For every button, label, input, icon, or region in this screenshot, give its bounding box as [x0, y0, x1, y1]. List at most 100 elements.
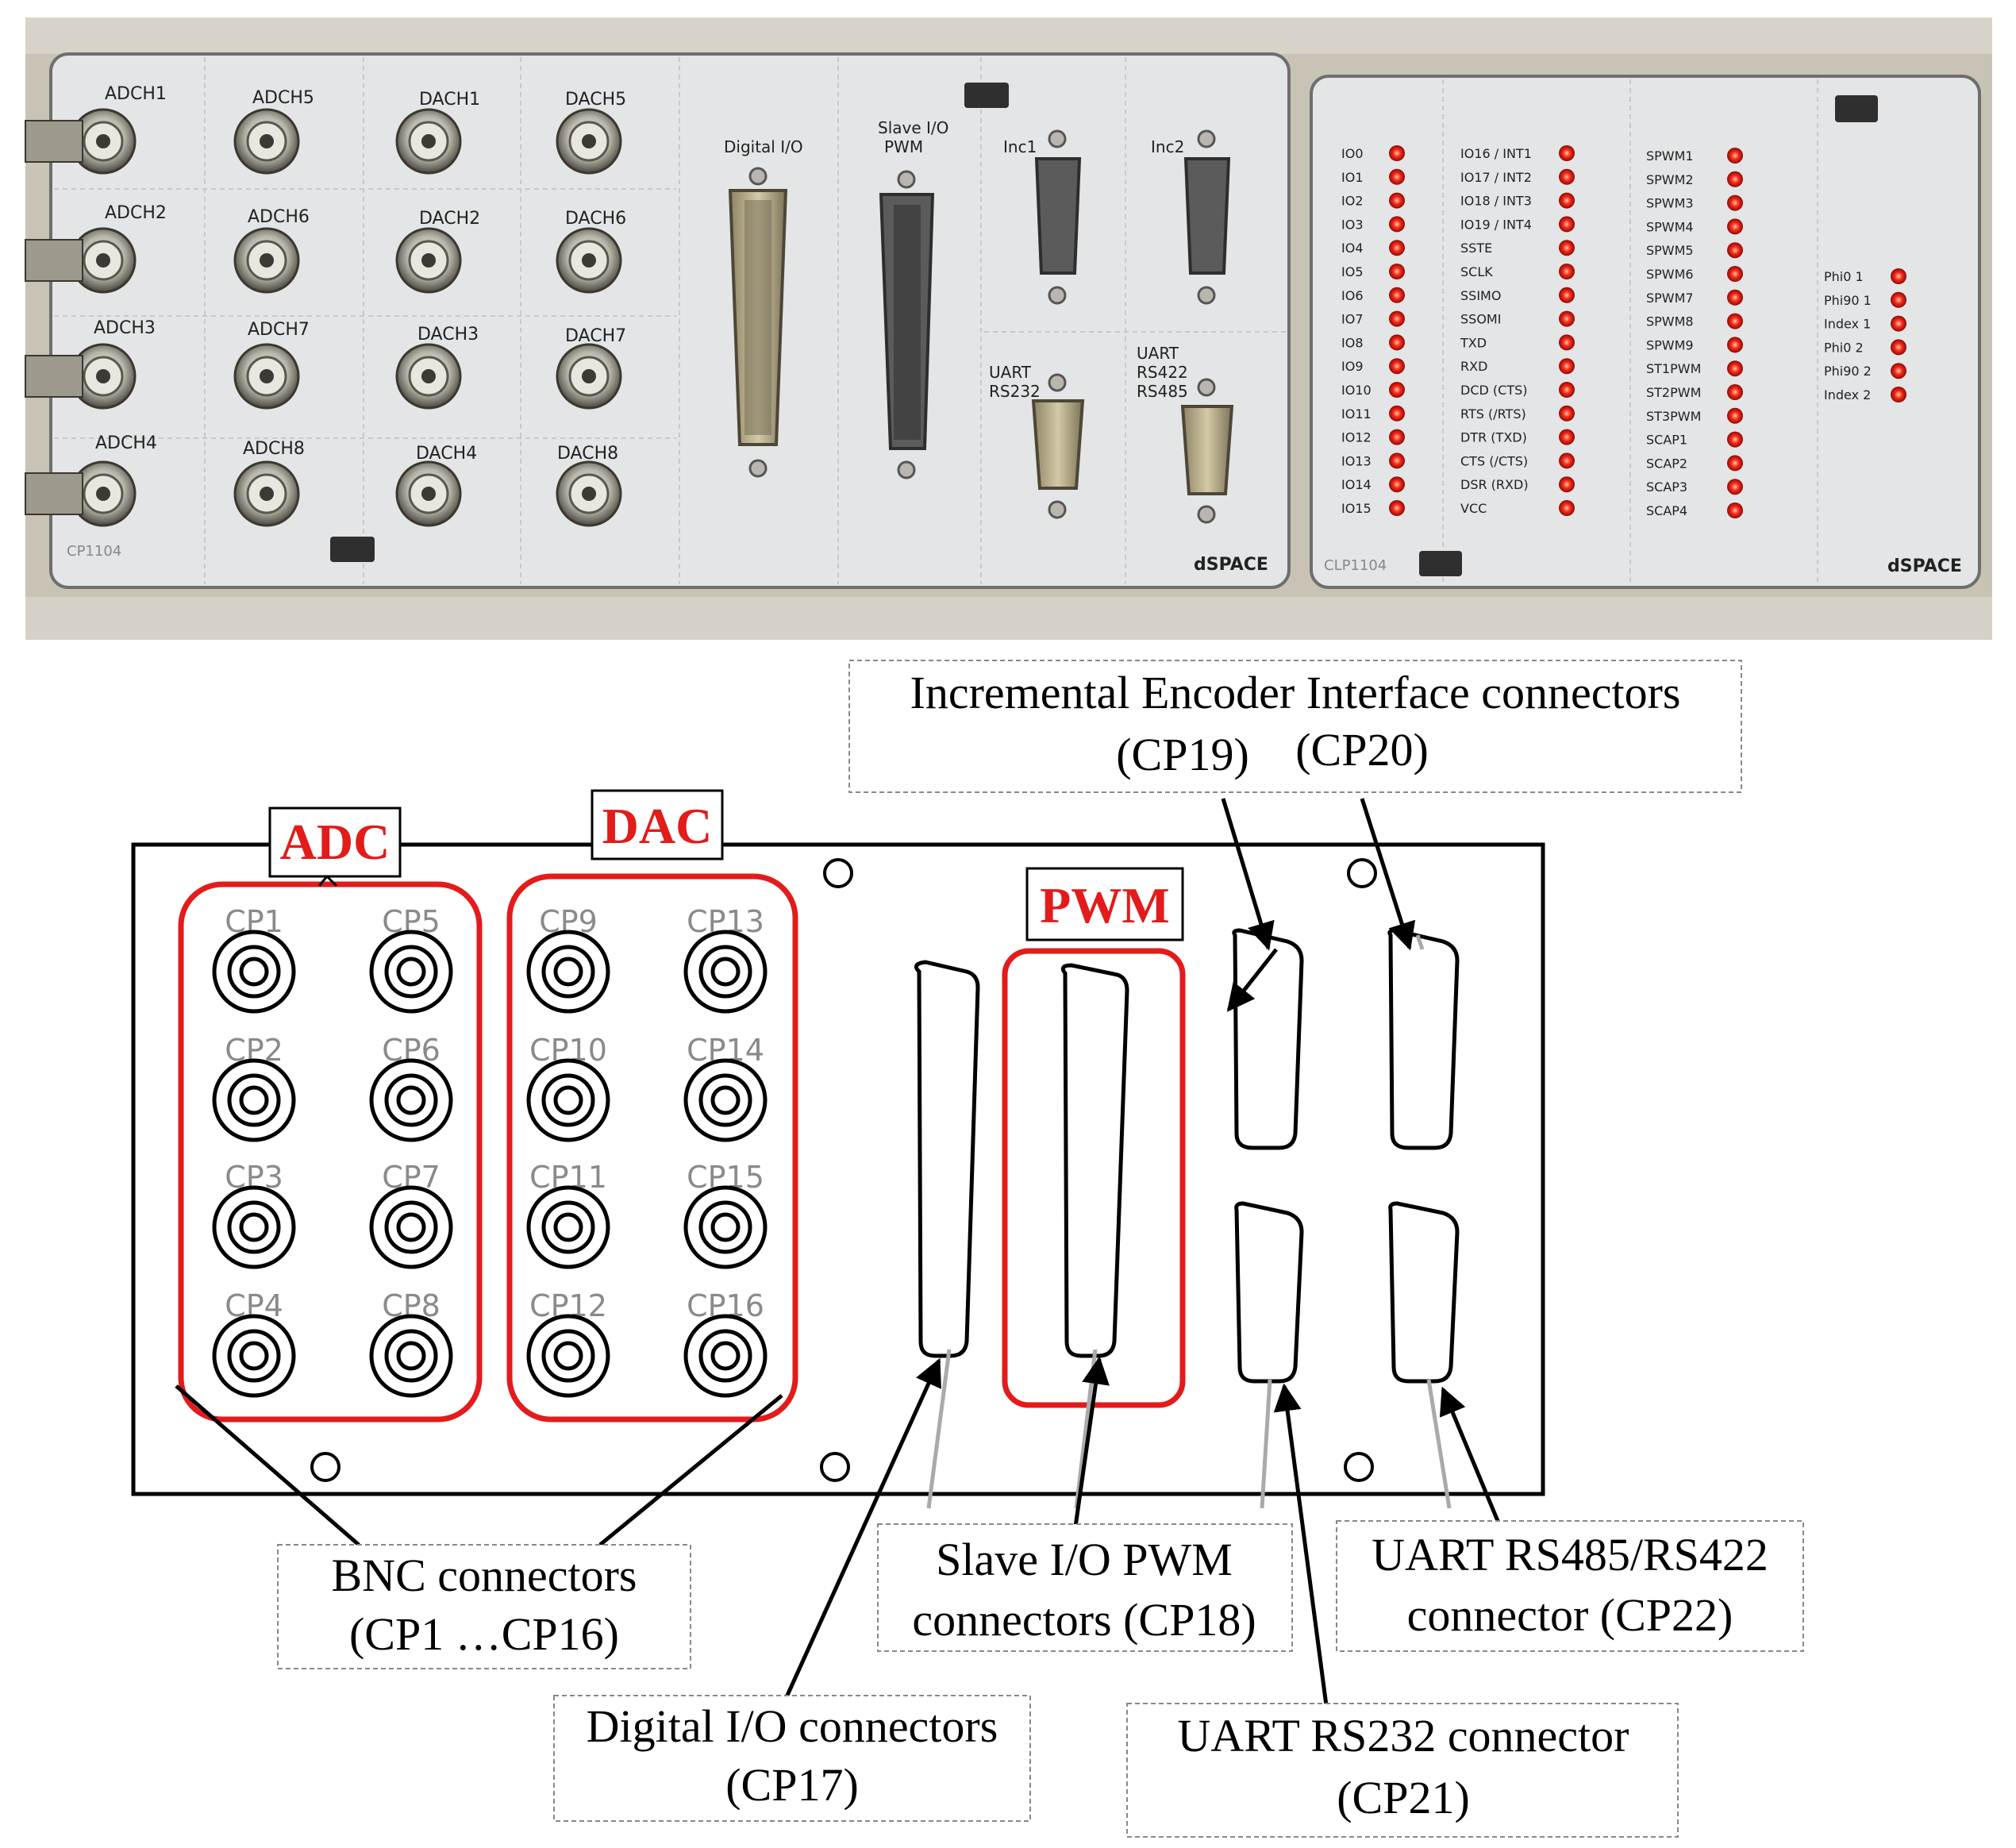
mounting-hole: [820, 1452, 850, 1482]
led-indicator: [1727, 337, 1743, 353]
led-indicator: [1891, 268, 1906, 284]
dach8-label: DACH8: [557, 444, 618, 464]
bnc-callout-line2: (CP1 …CP16): [349, 1608, 619, 1660]
led-indicator: [1559, 429, 1575, 445]
led-label: IO1: [1341, 170, 1364, 185]
dach2-label: DACH2: [419, 209, 480, 229]
led-label: TXD: [1460, 335, 1487, 350]
bnc-jack: [556, 227, 622, 294]
slave-io-callout-line1: Slave I/O PWM: [936, 1534, 1233, 1585]
led-indicator: [1559, 476, 1575, 493]
led-indicator: [1891, 387, 1906, 402]
connector-diagram: ADC DAC PWM CP1CP2CP3CP4CP5CP6CP7CP8CP9C…: [131, 660, 1804, 1838]
bnc-jack: [395, 227, 462, 294]
led-indicator: [1389, 264, 1405, 279]
led-indicator: [1559, 334, 1575, 351]
bnc-symbol: [212, 930, 296, 1014]
uart422-label-1: UART: [1137, 344, 1179, 363]
bnc-jack: [233, 343, 300, 410]
cp1104-face: [49, 52, 1291, 589]
led-indicator: [1727, 384, 1743, 400]
panel-clip-top: [964, 83, 1009, 108]
led-indicator: [1389, 168, 1405, 185]
led-indicator: [1389, 192, 1405, 209]
bnc-jack: [395, 460, 462, 527]
adch7-label: ADCH7: [248, 320, 310, 340]
led-indicator: [1559, 287, 1575, 303]
bnc-symbol: [369, 930, 453, 1014]
rs232-callout-line1: UART RS232 connector: [1178, 1710, 1629, 1761]
bnc-callout: BNC connectors (CP1 …CP16): [277, 1544, 691, 1669]
slave-io-callout-line2: connectors (CP18): [912, 1594, 1256, 1646]
encoder-callout-cp19: (CP19): [1116, 729, 1249, 780]
bnc-symbol: [212, 1314, 296, 1398]
bnc-symbol: [369, 1058, 453, 1142]
slave-io-pwm-connector: Slave I/O PWM: [878, 118, 948, 479]
pwm-title-box: [1025, 867, 1184, 941]
panel-clip-bottom: [330, 537, 375, 562]
bnc-jack: [25, 460, 137, 527]
led-indicator: [1389, 500, 1405, 516]
dach4-label: DACH4: [416, 444, 477, 464]
led-indicator: [1727, 479, 1743, 495]
bnc-symbol: [683, 1185, 768, 1269]
bnc-symbol: [526, 930, 610, 1014]
bnc-symbol: [526, 1314, 610, 1398]
led-label: Phi90 1: [1824, 293, 1872, 308]
cp1104-brand-label: dSPACE: [1194, 555, 1268, 575]
led-indicator: [1727, 431, 1743, 448]
led-label: SPWM4: [1646, 219, 1694, 234]
bnc-symbol: [683, 1314, 768, 1398]
led-indicator: [1727, 218, 1743, 235]
bnc-jack: [25, 108, 137, 175]
dach7-label: DACH7: [565, 326, 626, 346]
led-indicator: [1727, 455, 1743, 472]
led-indicator: [1727, 266, 1743, 282]
led-label: SCAP2: [1646, 456, 1687, 471]
led-label: SSTE: [1460, 241, 1492, 256]
led-label: SPWM5: [1646, 243, 1694, 258]
adc-title: ADC: [280, 814, 391, 870]
clp1104-model-label: CLP1104: [1324, 557, 1387, 574]
slave-io-dsub-outline: [1060, 963, 1129, 1358]
chassis-top-strip: [25, 17, 1992, 54]
led-indicator: [1891, 339, 1906, 356]
led-indicator: [1891, 315, 1906, 332]
inc1-connector: Inc1: [1003, 129, 1082, 305]
led-label: IO6: [1341, 288, 1364, 303]
dac-group-outline: [506, 873, 798, 1423]
led-label: IO14: [1341, 477, 1372, 492]
inc2-connector: Inc2: [1151, 129, 1231, 305]
adch2-label: ADCH2: [105, 203, 167, 223]
led-indicator: [1559, 168, 1575, 185]
led-indicator: [1727, 148, 1743, 164]
clp-clip-bottom: [1419, 551, 1462, 576]
chassis-bottom-strip: [25, 597, 1992, 640]
panel-grid-lines: [54, 57, 1286, 584]
bnc-jack: [556, 343, 622, 410]
led-indicator: [1727, 289, 1743, 306]
led-label: SPWM8: [1646, 314, 1694, 329]
led-label: CTS (/CTS): [1460, 453, 1528, 468]
led-indicator: [1559, 500, 1575, 516]
led-label: DCD (CTS): [1460, 383, 1527, 398]
led-label: VCC: [1460, 501, 1487, 516]
callout-arrows: [175, 798, 1504, 1712]
led-label: IO7: [1341, 312, 1364, 327]
led-label: Index 1: [1824, 317, 1871, 332]
hardware-photo: ADCH1 ADCH2 ADCH3 ADCH4 ADCH5 ADCH6 ADCH…: [25, 17, 1992, 640]
clp1104-panel: IO0IO1IO2IO3IO4IO5IO6IO7IO8IO9IO10IO11IO…: [1310, 75, 1981, 589]
rs485-callout: UART RS485/RS422 connector (CP22): [1336, 1520, 1804, 1652]
clp1104-brand-label: dSPACE: [1887, 556, 1962, 576]
bnc-connector-group: [25, 108, 622, 527]
led-indicator: [1389, 476, 1405, 493]
led-indicator: [1389, 405, 1405, 422]
led-label: IO13: [1341, 453, 1372, 468]
led-indicator: [1559, 264, 1575, 279]
rs485-dsub-outline: [1388, 1201, 1460, 1384]
led-label: ST3PWM: [1646, 409, 1701, 424]
led-indicator: [1389, 429, 1405, 445]
adc-title-box: [268, 807, 402, 878]
led-label: Phi0 2: [1824, 340, 1864, 355]
